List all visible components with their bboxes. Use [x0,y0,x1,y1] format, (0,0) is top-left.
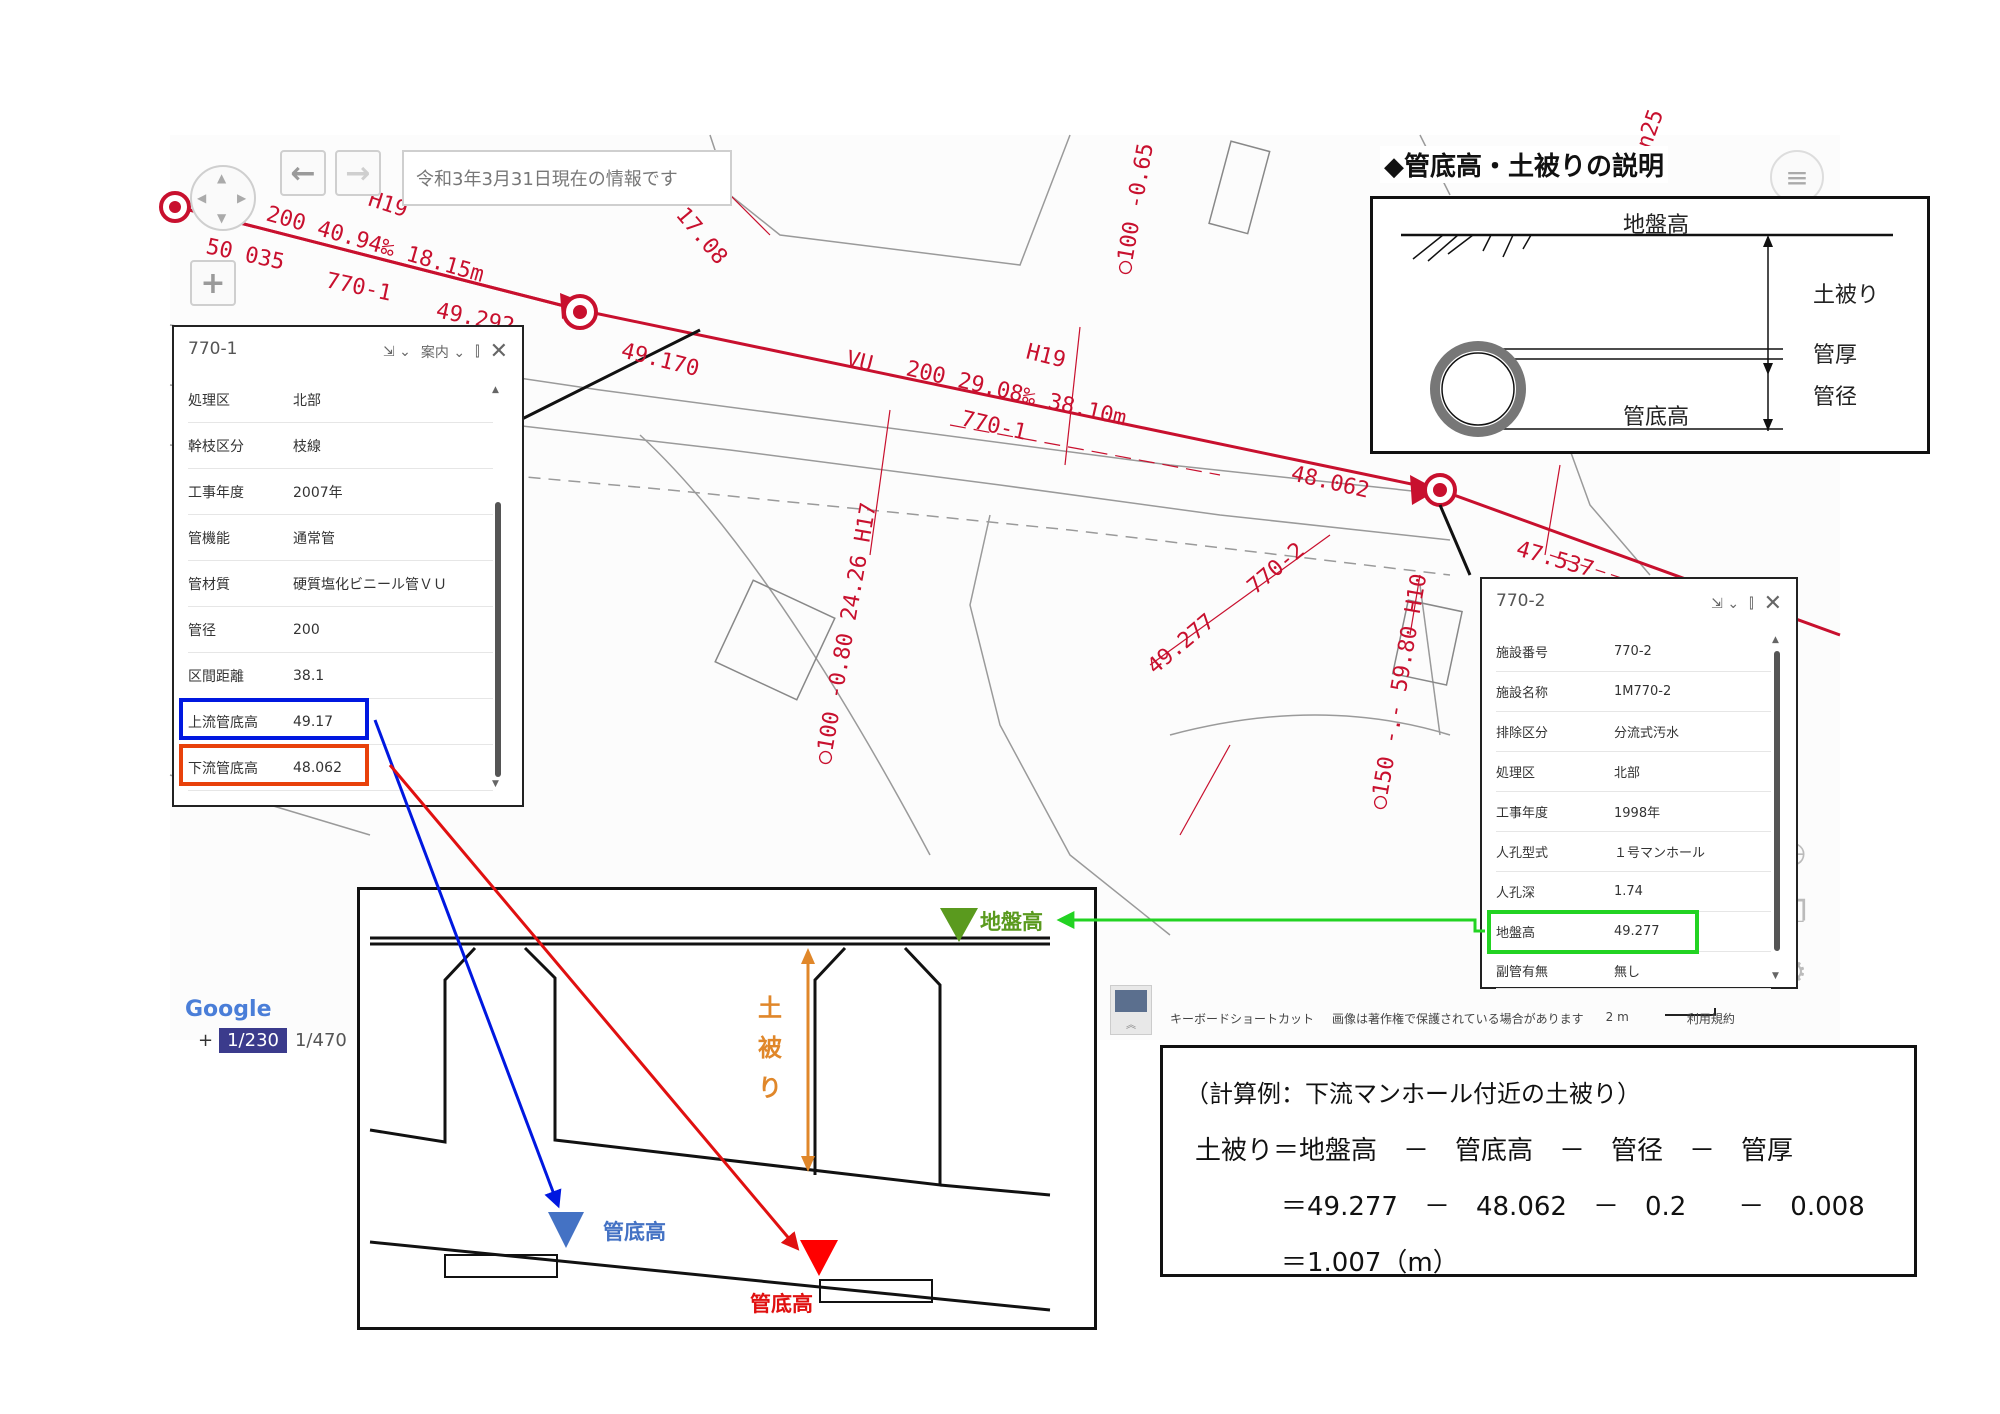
ground-level-label: 地盤高 [1623,213,1690,238]
table-row: 管機能通常管 [188,515,493,561]
pin-icon[interactable]: ⫿ [475,343,480,360]
close-icon[interactable]: ✕ [489,339,508,364]
hamburger-icon: ≡ [1785,160,1809,194]
invert-level-label: 管底高 [1623,405,1690,430]
share-icon[interactable]: ⇲ ⌄ [1711,595,1740,612]
scale-1-230-button[interactable]: 1/230 [219,1028,287,1053]
copyright-text: 画像は著作権で保護されている場合があります [1332,1012,1584,1026]
close-icon[interactable]: ✕ [1763,591,1782,616]
table-row: 処理区北部 [188,377,493,423]
google-logo: Google [185,997,272,1022]
panel-title: 770-1 [188,339,238,359]
calculation-example-box: （計算例：下流マンホール付近の土被り） 土被り＝地盤高 － 管底高 － 管径 －… [1160,1045,1917,1278]
section-cover-char-1: 土 [758,994,782,1022]
section-ground-label: 地盤高 [980,910,1043,934]
pipe-diameter-label: 管径 [1813,385,1858,410]
pan-left-icon[interactable]: ◀ [197,191,207,205]
guide-dropdown[interactable]: 案内 ⌄ [420,344,466,361]
table-row: 排除区分分流式汚水 [1496,712,1771,752]
section-invert-red-label: 管底高 [750,1292,813,1316]
section-invert-blue-label: 管底高 [603,1220,666,1244]
map-label-vu: VU [844,347,876,378]
share-icon[interactable]: ⇲ ⌄ [382,343,411,360]
scroll-down-icon[interactable]: ▼ [1772,971,1779,981]
scale-selector[interactable]: + 1/230 1/470 [192,1028,355,1053]
pipe-thickness-label: 管厚 [1813,343,1858,368]
table-row: 幹枝区分枝線 [188,423,493,469]
section-cover-char-2: 被 [758,1034,782,1062]
chevron-up-icon: ︽ [1126,1020,1136,1031]
calc-title: （計算例：下流マンホール付近の土被り） [1185,1080,1641,1108]
table-row: 副管有無無し [1496,952,1771,989]
calc-line-values: ＝49.277 － 48.062 － 0.2 － 0.008 [1281,1192,1865,1222]
back-button[interactable]: ← [280,150,326,196]
calc-line-formula: 土被り＝地盤高 － 管底高 － 管径 － 管厚 [1195,1136,1794,1166]
upstream-invert-arrow [373,719,562,1209]
info-date-notice: 令和3年3月31日現在の情報です [402,150,732,206]
arrow-left-icon: ← [290,155,316,191]
pan-down-icon[interactable]: ▼ [217,211,227,225]
panel-toolbar: ⇲ ⌄ ⫿ ✕ [1711,591,1782,616]
section-drawing [369,908,1051,1312]
ground-level-highlight [1487,910,1699,954]
map-footer: キーボードショートカット 画像は著作権で保護されている場合があります 2 m 利… [1170,1010,1735,1027]
section-cover-char-3: り [758,1074,782,1102]
panel-scrollbar[interactable] [495,502,501,777]
scale-label: 2 m [1605,1010,1629,1024]
scroll-up-icon[interactable]: ▲ [492,385,499,395]
panel-scrollbar[interactable] [1774,651,1780,951]
explanation-heading: ◆管底高・土被りの説明 [1380,146,1668,183]
explanation-diagram: 地盤高 土被り 管厚 管径 管底高 [1370,196,1930,454]
pipe-cross-section-drawing [1401,233,1893,437]
arrow-right-icon: → [345,155,371,191]
forward-button[interactable]: → [335,150,381,196]
table-row: 処理区北部 [1496,752,1771,792]
pin-icon[interactable]: ⫿ [1749,595,1754,612]
scroll-down-icon[interactable]: ▼ [492,779,499,789]
menu-button[interactable]: ≡ [1770,150,1824,204]
plus-icon: + [200,265,226,301]
pan-up-icon[interactable]: ▲ [217,171,227,185]
pan-control[interactable]: ▲ ▼ ◀ ▶ [190,165,256,231]
scale-plus-button[interactable]: + [198,1030,214,1051]
scroll-up-icon[interactable]: ▲ [1772,635,1779,645]
calc-line-result: ＝1.007（m） [1281,1248,1459,1278]
scale-1-470-button[interactable]: 1/470 [294,1030,347,1051]
soil-cover-label: 土被り [1813,283,1880,308]
keyboard-shortcuts-link[interactable]: キーボードショートカット [1170,1012,1315,1026]
manhole-section-diagram: 地盤高 土 被 り 管底高 管底高 [357,887,1097,1330]
street-view-thumbnail[interactable]: ︽ [1110,985,1152,1035]
downstream-invert-arrow [388,764,800,1251]
table-row: 管材質硬質塩化ビニール管ＶＵ [188,561,493,607]
ground-level-arrow [1056,911,1485,933]
zoom-in-button[interactable]: + [190,260,236,306]
downstream-invert-highlight [179,744,369,786]
panel-title: 770-2 [1496,591,1546,611]
pan-right-icon[interactable]: ▶ [237,191,247,205]
terms-link[interactable]: 利用規約 [1686,1012,1735,1026]
panel-toolbar: ⇲ ⌄ 案内 ⌄ ⫿ ✕ [383,339,508,364]
upstream-invert-highlight [179,698,369,740]
